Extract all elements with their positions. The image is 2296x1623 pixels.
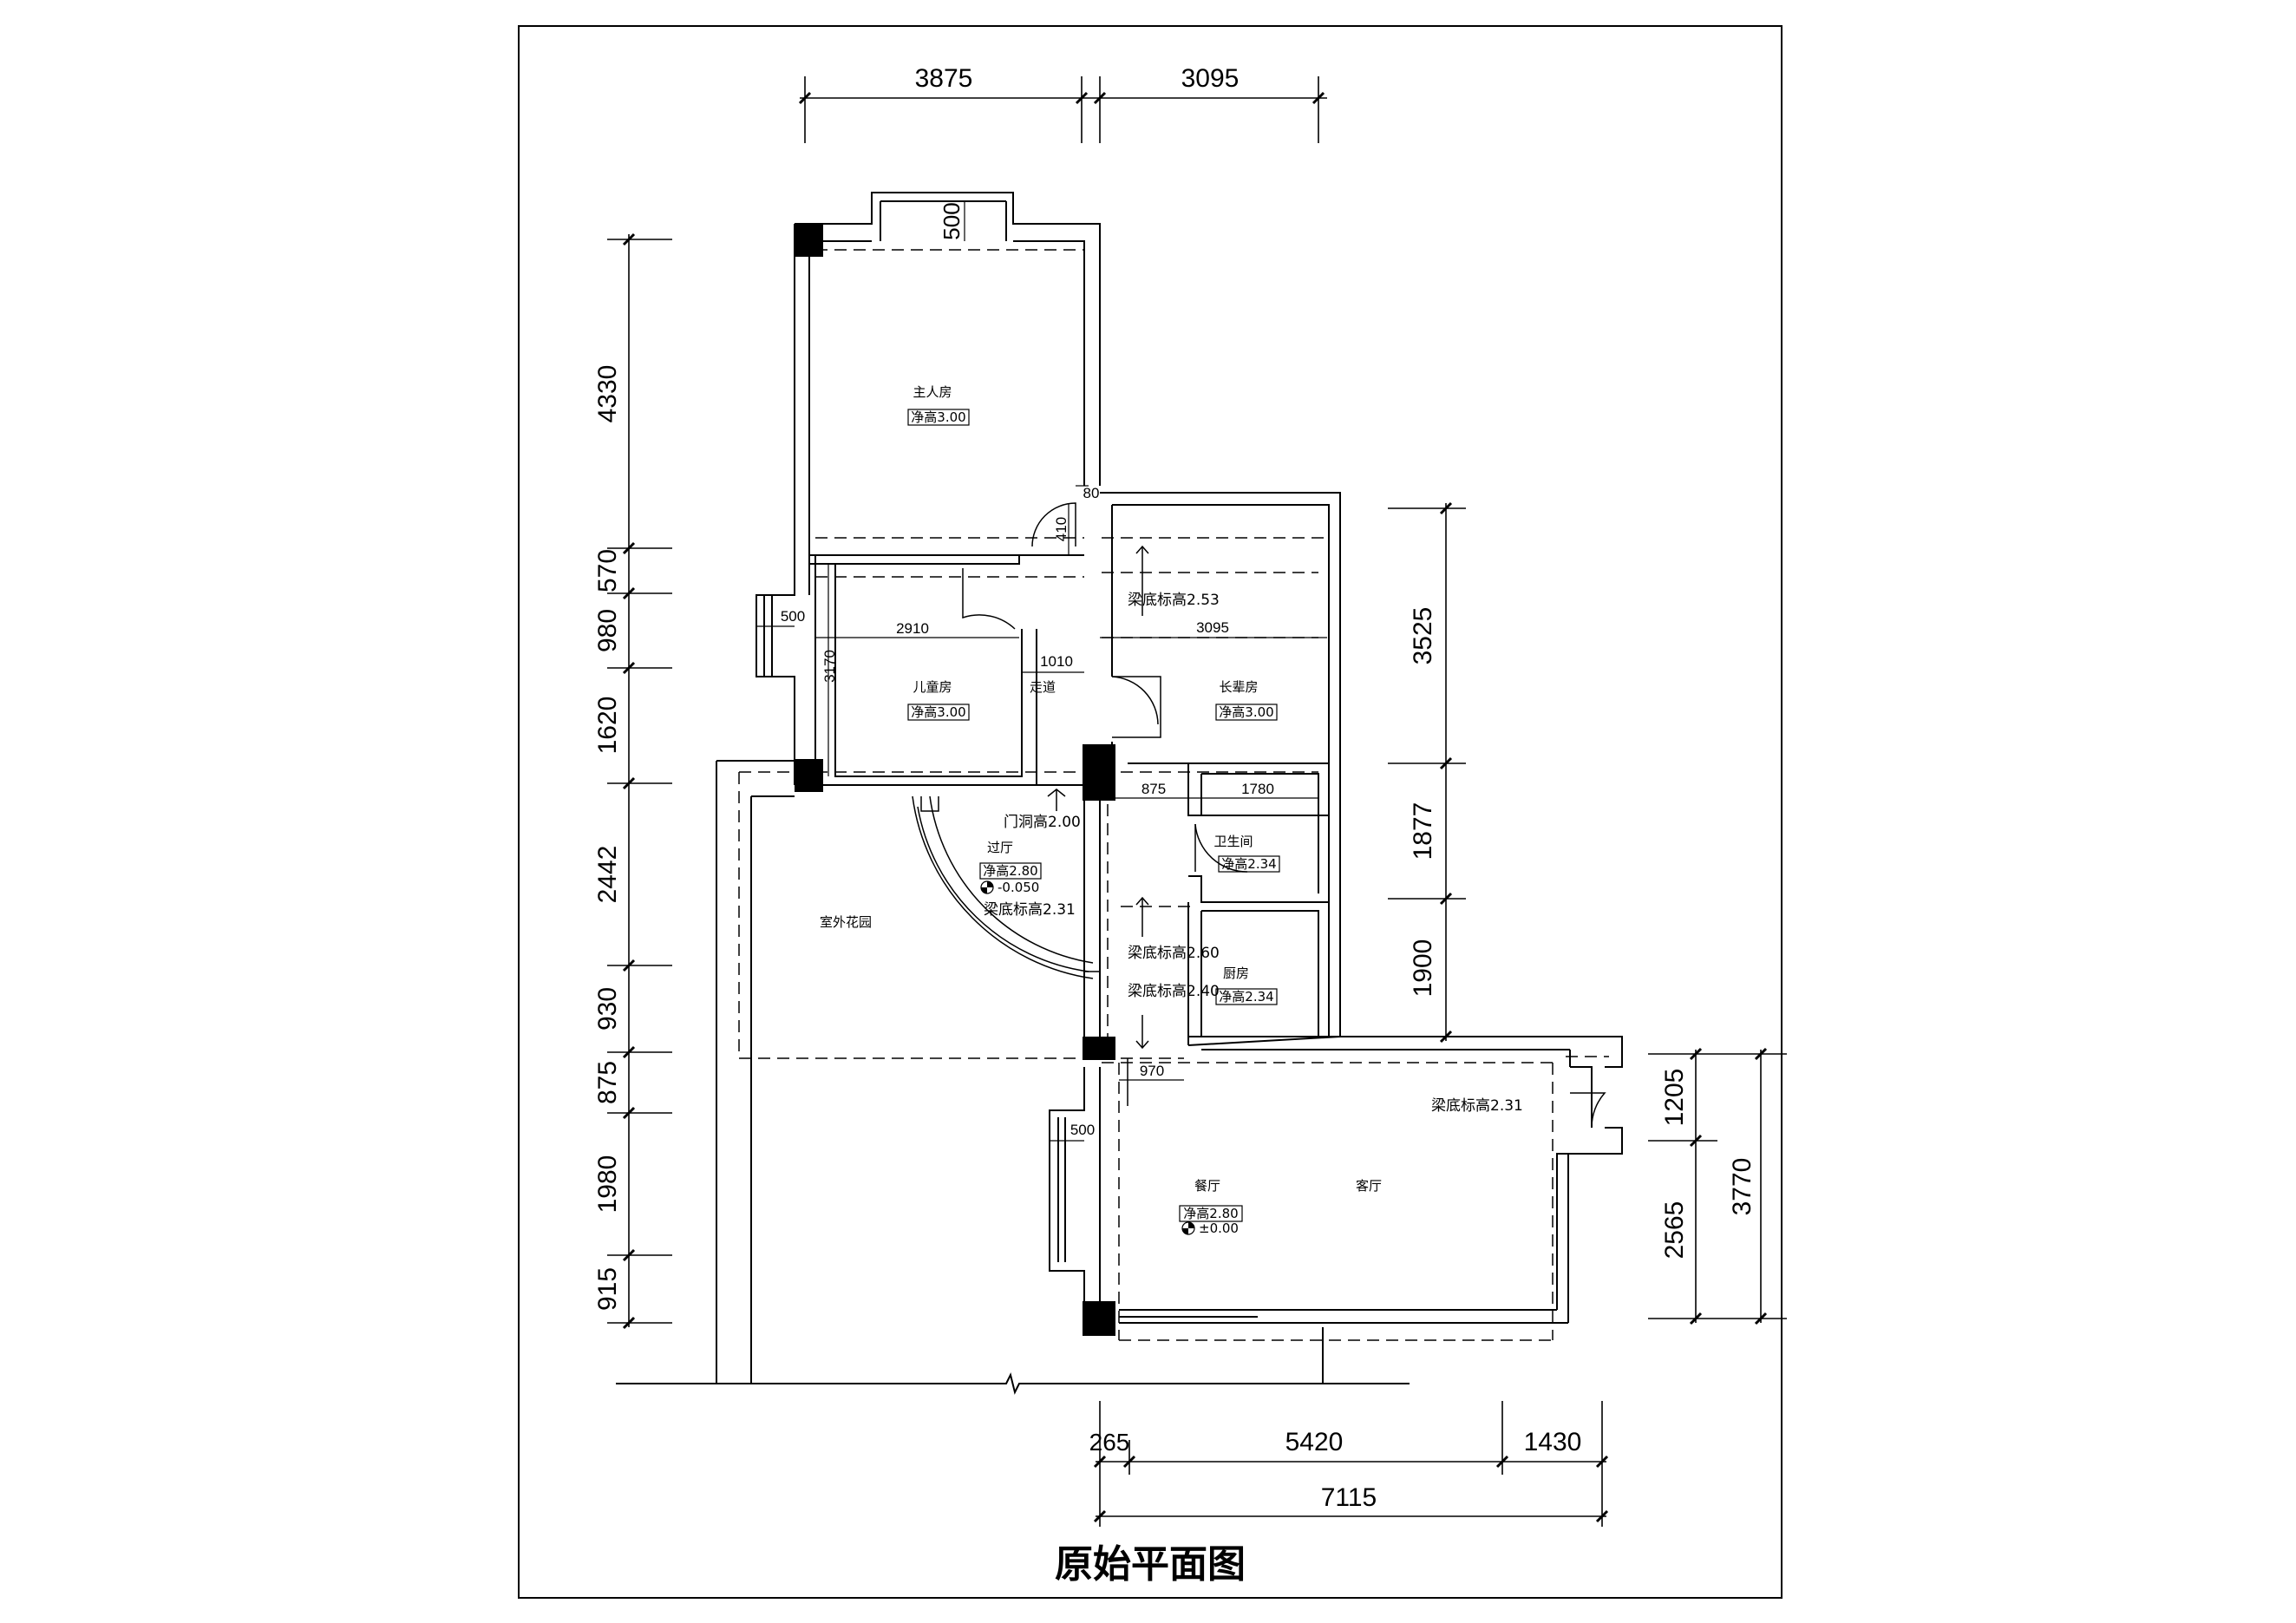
room-bath-height: 净高2.34 [1221,856,1276,872]
dim-80: 80 [1083,485,1100,501]
note-beam-231-hall: 梁底标高2.31 [984,901,1076,919]
note-door-height: 门洞高2.00 [1004,814,1081,831]
columns [795,224,1115,1336]
dim-left-9: 915 [593,1267,622,1311]
dimension-lines [607,76,1787,1527]
dim-right-4: 1205 [1660,1069,1689,1127]
dim-410: 410 [1053,517,1070,541]
dim-right-1: 3525 [1409,607,1437,665]
room-living-name: 客厅 [1356,1178,1382,1194]
internal-dimension-lines [756,201,1327,1142]
dim-bottom-2: 5420 [1285,1428,1344,1456]
dim-right-3: 1900 [1409,939,1437,998]
note-beam-260: 梁底标高2.60 [1128,945,1220,962]
room-hall-name: 过厅 [987,840,1013,855]
room-kitchen-name: 厨房 [1223,965,1249,981]
drawing-title: 原始平面图 [1055,1542,1246,1587]
dim-bath-left: 875 [1141,781,1166,797]
dim-balcony: 500 [939,202,965,239]
dim-left-5: 2442 [593,846,622,904]
dim-bottom-4: 7115 [1321,1483,1377,1512]
sheet-border [518,25,1783,1599]
dim-bath-right: 1780 [1241,781,1274,797]
dimension-ticks [622,91,1768,1523]
dim-right-2: 1877 [1409,802,1437,861]
dim-bottom-1: 265 [1089,1429,1130,1456]
note-beam-240: 梁底标高2.40 [1128,983,1220,1000]
room-child-height: 净高3.00 [911,704,965,720]
dim-dining-bay: 500 [1070,1122,1095,1138]
room-elder-height: 净高3.00 [1219,704,1273,720]
dim-left-2: 570 [593,549,622,592]
room-hall-level: -0.050 [998,880,1039,895]
room-master-height: 净高3.00 [911,409,965,425]
room-bath-name: 卫生间 [1213,834,1253,849]
dim-right-6: 3770 [1728,1158,1756,1216]
room-master-name: 主人房 [913,384,952,400]
room-dining-height: 净高2.80 [1183,1206,1238,1221]
beam-lines [738,249,1609,1341]
dim-left-8: 1980 [593,1155,622,1214]
room-elder-name: 长辈房 [1219,679,1258,695]
room-kitchen-height: 净高2.34 [1219,989,1273,1005]
dim-elder-width: 3095 [1196,619,1229,636]
doors [912,502,1606,1129]
room-hall-height: 净高2.80 [983,863,1037,879]
dim-left-4: 1620 [593,697,622,755]
dim-child-bay: 500 [781,608,805,625]
internal-dimension-texts: 500 80 410 500 2910 3170 1010 3095 875 1… [781,202,1274,1138]
dim-child-depth: 3170 [821,650,838,683]
dim-left-7: 875 [593,1061,622,1104]
room-labels: 主人房 净高3.00 儿童房 净高3.00 走道 长辈房 净高3.00 过厅 净… [820,384,1382,1236]
beam-markers [1047,545,1149,1050]
room-corridor-name: 走道 [1030,679,1056,695]
note-beam-231-living: 梁底标高2.31 [1431,1097,1523,1115]
room-garden-name: 室外花园 [820,914,872,930]
dim-kitchen-door: 970 [1140,1063,1164,1079]
note-beam-253: 梁底标高2.53 [1128,592,1220,609]
dim-corridor: 1010 [1040,653,1073,670]
dim-top-2: 3095 [1181,64,1240,93]
dim-top-1: 3875 [915,64,973,93]
dim-child-width: 2910 [896,620,929,637]
room-child-name: 儿童房 [913,679,952,695]
room-dining-name: 餐厅 [1194,1178,1220,1194]
annotations: 梁底标高2.53 门洞高2.00 梁底标高2.31 梁底标高2.60 梁底标高2… [984,592,1523,1115]
room-dining-level: ±0.00 [1199,1221,1239,1236]
dim-bottom-3: 1430 [1524,1428,1582,1456]
dim-right-5: 2565 [1660,1201,1689,1260]
dim-left-6: 930 [593,987,622,1031]
dim-left-1: 4330 [593,365,622,423]
walls [616,192,1623,1395]
dimension-texts: 3875 3095 4330 570 980 1620 2442 930 875… [593,64,1756,1512]
dim-left-3: 980 [593,609,622,652]
